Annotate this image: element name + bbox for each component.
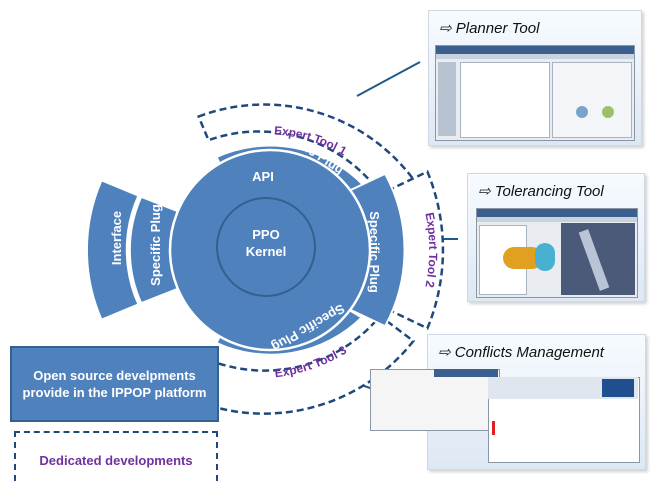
legend-open-source: Open source develpments provide in the I… (10, 346, 219, 422)
planner-tool-title: ⇨ Planner Tool (439, 20, 540, 37)
conflicts-management-title: ⇨ Conflicts Management (438, 344, 604, 361)
planner-tool-screenshot (435, 45, 635, 141)
conflicts-management-panel: ⇨ Conflicts Management (370, 334, 646, 470)
kernel-label-line2: Kernel (246, 244, 286, 259)
interface-sector (85, 179, 140, 321)
plug-right-label: Specific Plug (367, 211, 382, 293)
conflicts-management-screenshot (370, 369, 640, 463)
legend-dedicated: Dedicated developments (14, 431, 218, 481)
interface-label: Interface (109, 211, 124, 265)
tolerancing-tool-panel: ⇨ Tolerancing Tool (467, 173, 645, 302)
tolerancing-tool-title: ⇨ Tolerancing Tool (478, 183, 604, 200)
planner-tool-panel: ⇨ Planner Tool (428, 10, 642, 146)
tolerancing-tool-screenshot (476, 208, 638, 298)
api-label: API (252, 169, 274, 184)
expert-tool-2-label: Expert Tool 2 (422, 211, 440, 289)
kernel-label-line1: PPO (252, 227, 279, 242)
kernel-circle (216, 197, 316, 297)
connector-planner (356, 61, 421, 97)
expert-tool-2-text: Expert Tool 2 (422, 211, 440, 289)
expert-tool-3-sector (194, 314, 416, 415)
plug-left-label: Specific Plug (148, 204, 163, 286)
